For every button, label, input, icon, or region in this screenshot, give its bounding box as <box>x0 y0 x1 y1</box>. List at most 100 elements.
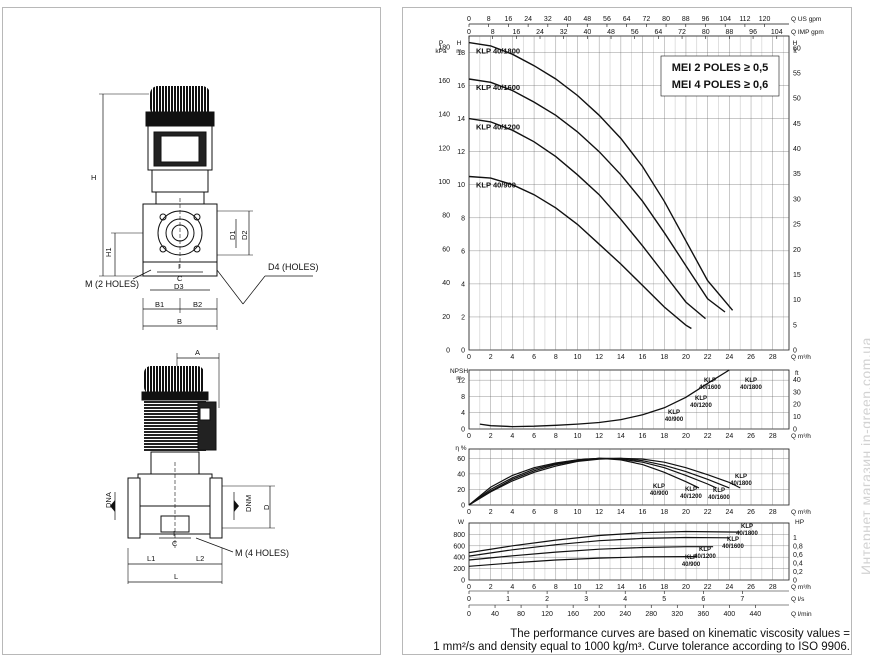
power-label-klp-3: KLP <box>727 537 739 543</box>
head-curve-series-4 <box>468 175 692 330</box>
power-q-tick-label: 10 <box>574 584 582 591</box>
head-ft-tick-label: 60 <box>793 45 801 52</box>
efficiency-label-model-4: 40/1800 <box>730 481 752 487</box>
head-q-tick-label: 28 <box>769 354 777 361</box>
npsh-ft-tick-label: 10 <box>793 414 801 421</box>
npsh-annotation-model-4: 40/1800 <box>740 385 762 391</box>
head-m-tick-label: 6 <box>461 248 465 255</box>
head-m-tick-label: 10 <box>457 182 465 189</box>
npsh-ft-tick-label: 30 <box>793 389 801 396</box>
npsh-q-tick-label: 28 <box>769 433 777 440</box>
dim-label-d4: D4 (HOLES) <box>268 262 319 272</box>
dim-label-i-side: I <box>178 262 180 271</box>
npsh-ft-tick-label: 40 <box>793 377 801 384</box>
us-gpm-tick-label: 24 <box>524 16 532 23</box>
efficiency-q-tick-label: 26 <box>747 509 755 516</box>
imp-gpm-axis-label: Q IMP gpm <box>791 29 824 36</box>
lmin-tick-label: 400 <box>723 611 735 618</box>
lmin-tick-label: 120 <box>541 611 553 618</box>
lmin-tick-label: 200 <box>593 611 605 618</box>
dim-label-h1: H1 <box>104 247 113 257</box>
ls-tick-label: 7 <box>740 596 744 603</box>
head-q-tick-label: 22 <box>704 354 712 361</box>
pressure-kpa-tick-label: 20 <box>442 314 450 321</box>
power-label-model-4: 40/1800 <box>736 531 758 537</box>
npsh-q-tick-label: 22 <box>704 433 712 440</box>
head-ft-tick-label: 45 <box>793 121 801 128</box>
dim-label-b1: B1 <box>155 300 164 309</box>
us-gpm-tick-label: 112 <box>739 16 750 23</box>
power-q-tick-label: 4 <box>510 584 514 591</box>
ls-tick-label: 1 <box>506 596 510 603</box>
imp-gpm-tick-label: 8 <box>491 29 495 36</box>
us-gpm-tick-label: 56 <box>603 16 611 23</box>
dim-label-a: A <box>195 348 200 357</box>
efficiency-q-tick-label: 4 <box>510 509 514 516</box>
ls-tick-label: 5 <box>662 596 666 603</box>
imp-gpm-tick-label: 80 <box>702 29 710 36</box>
mei-4-poles-label: MEI 4 POLES ≥ 0,6 <box>672 79 769 91</box>
head-m-tick-label: 8 <box>461 215 465 222</box>
efficiency-q-tick-label: 8 <box>554 509 558 516</box>
pressure-kpa-tick-label: 40 <box>442 280 450 287</box>
head-m-tick-label: 4 <box>461 281 465 288</box>
npsh-q-tick-label: 14 <box>617 433 625 440</box>
head-curve-label-4: KLP 40/900 <box>476 180 516 189</box>
us-gpm-tick-label: 104 <box>719 16 731 23</box>
npsh-annotation-model-2: 40/1200 <box>690 403 712 409</box>
head-ft-tick-label: 10 <box>793 297 801 304</box>
us-gpm-axis-label: Q US gpm <box>791 16 821 23</box>
head-ft-tick-label: 35 <box>793 171 801 178</box>
power-label-model-3: 40/1600 <box>722 544 744 550</box>
npsh-q-tick-label: 16 <box>639 433 647 440</box>
power-w-tick-label: 800 <box>453 532 465 539</box>
us-gpm-tick-label: 88 <box>682 16 690 23</box>
npsh-q-tick-label: 18 <box>660 433 668 440</box>
us-gpm-tick-label: 64 <box>623 16 631 23</box>
head-curve-series-3 <box>468 117 706 320</box>
footer-note: The performance curves are based on kine… <box>404 628 850 654</box>
power-label-model-2: 40/1200 <box>694 554 716 560</box>
power-q-tick-label: 26 <box>747 584 755 591</box>
power-q-tick-label: 8 <box>554 584 558 591</box>
head-ft-tick-label: 40 <box>793 146 801 153</box>
us-gpm-tick-label: 80 <box>662 16 670 23</box>
npsh-q-tick-label: 10 <box>574 433 582 440</box>
efficiency-q-tick-label: 24 <box>725 509 733 516</box>
dim-label-d2: D2 <box>240 230 249 240</box>
head-m-tick-label: 12 <box>457 149 465 156</box>
lmin-tick-label: 240 <box>619 611 631 618</box>
pressure-kpa-tick-label: 160 <box>438 78 450 85</box>
efficiency-label-klp-4: KLP <box>735 474 747 480</box>
npsh-q-axis-label: Q m³/h <box>791 433 811 440</box>
head-q-tick-label: 24 <box>725 354 733 361</box>
power-hp-tick-label: 0,2 <box>793 569 803 576</box>
imp-gpm-tick-label: 0 <box>467 29 471 36</box>
dim-label-c-side: C <box>177 274 183 283</box>
head-q-tick-label: 14 <box>617 354 625 361</box>
dim-label-m-2holes: M (2 HOLES) <box>85 279 139 289</box>
power-axis-label: W <box>458 519 465 526</box>
power-hp-tick-label: 0,8 <box>793 543 803 550</box>
us-gpm-tick-label: 96 <box>702 16 710 23</box>
npsh-axis-label: NPSH <box>450 368 468 375</box>
dim-label-b: B <box>177 317 182 326</box>
head-q-tick-label: 26 <box>747 354 755 361</box>
npsh-q-tick-label: 26 <box>747 433 755 440</box>
power-curve-series-4 <box>468 530 741 554</box>
footer-line-2: 1 mm²/s and density equal to 1000 kg/m³.… <box>433 641 850 653</box>
dim-label-l: L <box>174 572 178 581</box>
lmin-tick-label: 320 <box>671 611 683 618</box>
efficiency-label-model-1: 40/900 <box>650 491 669 497</box>
efficiency-q-tick-label: 14 <box>617 509 625 516</box>
lmin-tick-label: 360 <box>697 611 709 618</box>
power-curve-series-2 <box>468 546 714 561</box>
pressure-axis-label-unit: kPa <box>435 48 447 55</box>
pressure-kpa-tick-label: 120 <box>438 145 450 152</box>
power-q-tick-label: 18 <box>660 584 668 591</box>
power-hp-tick-label: 1 <box>793 535 797 542</box>
efficiency-label-klp-3: KLP <box>713 488 725 494</box>
head-curve-label-3: KLP 40/1200 <box>476 123 520 132</box>
pressure-kpa-tick-label: 0 <box>446 348 450 355</box>
head-axis-label-unit: m <box>456 48 461 55</box>
